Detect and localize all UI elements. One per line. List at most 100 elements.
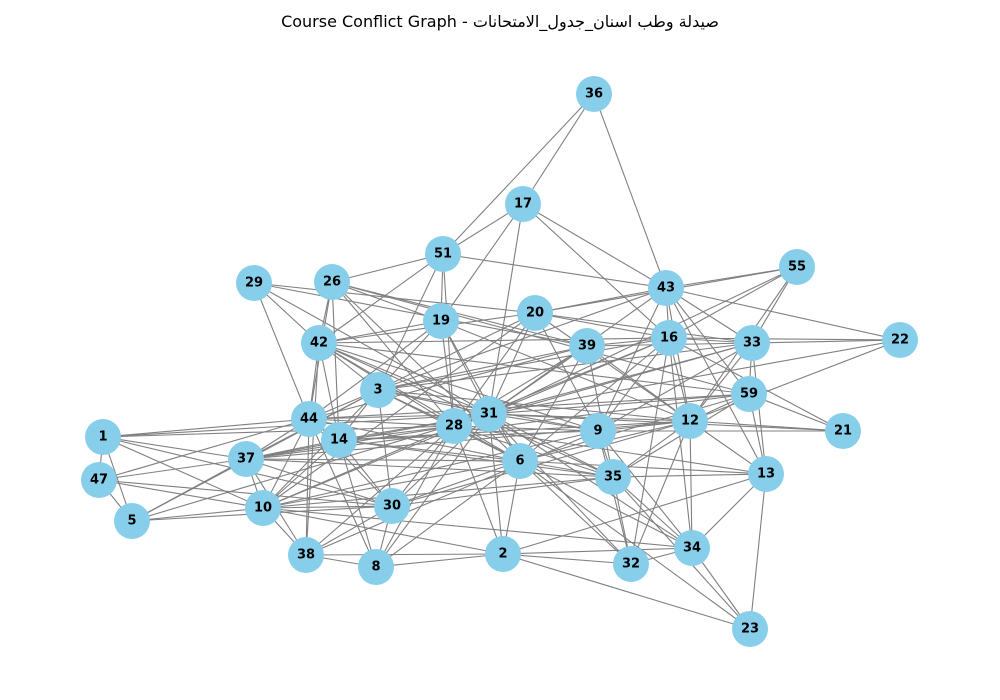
node-16: 16 xyxy=(651,320,687,356)
edge-42-6 xyxy=(318,342,521,462)
edge-43-3 xyxy=(377,287,667,391)
node-circle xyxy=(291,401,327,437)
edge-16-32 xyxy=(630,337,670,565)
edge-19-42 xyxy=(318,320,442,344)
edge-26-39 xyxy=(331,281,588,347)
node-circle xyxy=(517,295,553,331)
node-label: 37 xyxy=(237,452,255,467)
edge-43-13 xyxy=(665,287,767,475)
edge-30-12 xyxy=(391,420,691,507)
edge-39-35 xyxy=(586,345,614,478)
edge-43-22 xyxy=(665,287,901,341)
edge-37-35 xyxy=(245,458,614,478)
node-35: 35 xyxy=(595,459,631,495)
node-circle xyxy=(436,408,472,444)
node-label: 44 xyxy=(300,412,318,427)
edge-34-9 xyxy=(597,430,693,549)
node-label: 34 xyxy=(683,541,701,556)
node-circle xyxy=(648,270,684,306)
node-label: 19 xyxy=(432,314,450,329)
edge-42-16 xyxy=(318,337,670,344)
edge-47-10 xyxy=(98,479,264,509)
node-13: 13 xyxy=(748,456,784,492)
edge-2-32 xyxy=(502,553,632,565)
node-30: 30 xyxy=(374,488,410,524)
edge-12-32 xyxy=(630,420,691,565)
edge-51-42 xyxy=(318,253,444,344)
node-label: 29 xyxy=(245,276,263,291)
edge-34-2 xyxy=(502,547,693,555)
node-label: 3 xyxy=(373,383,382,398)
edge-55-16 xyxy=(668,266,798,339)
edge-20-10 xyxy=(262,312,536,509)
node-circle xyxy=(374,488,410,524)
node-circle xyxy=(825,413,861,449)
node-circle xyxy=(81,462,117,498)
node-37: 37 xyxy=(228,441,264,477)
edge-13-23 xyxy=(749,473,767,630)
node-22: 22 xyxy=(882,322,918,358)
node-label: 17 xyxy=(514,197,532,212)
node-10: 10 xyxy=(245,490,281,526)
edge-44-47 xyxy=(98,418,310,481)
node-38: 38 xyxy=(288,537,324,573)
node-label: 32 xyxy=(622,557,640,572)
edge-26-14 xyxy=(331,281,340,441)
edge-28-8 xyxy=(375,425,455,568)
node-26: 26 xyxy=(314,264,350,300)
node-circle xyxy=(485,536,521,572)
edge-13-2 xyxy=(502,473,767,555)
edge-16-22 xyxy=(668,337,901,341)
node-label: 35 xyxy=(604,470,622,485)
edge-29-44 xyxy=(253,282,310,420)
edge-6-8 xyxy=(375,460,521,568)
edge-31-9 xyxy=(488,413,599,432)
edge-28-2 xyxy=(453,425,504,555)
edge-33-9 xyxy=(597,342,753,432)
edge-37-6 xyxy=(245,458,521,462)
edge-34-31 xyxy=(488,413,693,549)
node-circle xyxy=(301,325,337,361)
node-1: 1 xyxy=(85,419,121,455)
node-circle xyxy=(245,490,281,526)
edge-14-6 xyxy=(338,439,521,462)
node-circle xyxy=(732,611,768,647)
node-circle xyxy=(651,320,687,356)
edge-44-38 xyxy=(305,418,310,556)
edge-16-9 xyxy=(597,337,670,432)
node-label: 8 xyxy=(371,560,380,575)
node-51: 51 xyxy=(425,236,461,272)
edge-43-9 xyxy=(597,287,667,432)
edge-10-30 xyxy=(262,505,393,509)
edge-1-10 xyxy=(102,436,264,509)
edge-43-59 xyxy=(665,287,750,395)
edge-39-3 xyxy=(377,345,588,391)
node-circle xyxy=(731,376,767,412)
edge-47-30 xyxy=(98,479,393,507)
edge-6-30 xyxy=(391,460,521,507)
node-label: 6 xyxy=(515,454,524,469)
edge-14-35 xyxy=(338,439,614,478)
edge-9-10 xyxy=(262,430,599,509)
node-39: 39 xyxy=(569,328,605,364)
graph-title: Course Conflict Graph - صيدلة وطب اسنان_… xyxy=(281,12,719,31)
node-circle xyxy=(580,413,616,449)
node-34: 34 xyxy=(674,530,710,566)
node-circle xyxy=(569,328,605,364)
edge-12-34 xyxy=(689,420,693,549)
node-circle xyxy=(236,265,272,301)
edge-6-10 xyxy=(262,460,521,509)
edge-42-31 xyxy=(318,342,490,415)
node-label: 47 xyxy=(90,473,108,488)
edge-51-43 xyxy=(442,253,667,289)
node-circle xyxy=(423,303,459,339)
edge-2-8 xyxy=(375,553,504,568)
node-33: 33 xyxy=(734,325,770,361)
node-label: 26 xyxy=(323,275,341,290)
node-32: 32 xyxy=(613,546,649,582)
node-21: 21 xyxy=(825,413,861,449)
node-circle xyxy=(85,419,121,455)
edge-19-6 xyxy=(440,320,521,462)
node-31: 31 xyxy=(471,396,507,432)
